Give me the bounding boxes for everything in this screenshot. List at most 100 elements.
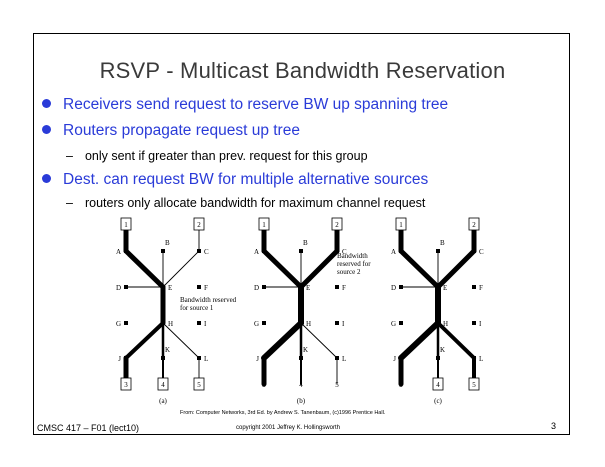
annotation-line: source 2 xyxy=(337,268,361,276)
footer-copyright: copyright 2001 Jeffrey K. Hollingsworth xyxy=(236,425,340,431)
host-label-5: 5 xyxy=(472,381,476,389)
router-label-K: K xyxy=(440,346,445,354)
host-label-3: 3 xyxy=(124,381,128,389)
router-F xyxy=(472,285,476,289)
host-box-4 xyxy=(432,377,444,391)
host-box-2 xyxy=(468,217,480,231)
router-label-A: A xyxy=(391,248,396,256)
link-H-J xyxy=(261,320,304,361)
router-label-E: E xyxy=(168,284,172,292)
host-label-4: 4 xyxy=(436,381,440,389)
router-label-K: K xyxy=(165,346,170,354)
router-I xyxy=(472,321,476,325)
router-E xyxy=(299,285,303,289)
link-A-E xyxy=(261,248,304,290)
link-H-L xyxy=(162,322,200,359)
router-K xyxy=(436,356,440,360)
host-label-2: 2 xyxy=(335,221,339,229)
router-H xyxy=(299,321,303,325)
router-label-G: G xyxy=(116,320,121,328)
router-D xyxy=(262,285,266,289)
bullet-1: Receivers send request to reserve BW up … xyxy=(42,96,448,114)
router-J xyxy=(262,356,266,360)
sub-bullet-1-text: only sent if greater than prev. request … xyxy=(84,149,368,163)
router-G xyxy=(262,321,266,325)
router-H xyxy=(161,321,165,325)
router-J xyxy=(399,356,403,360)
router-label-B: B xyxy=(440,239,445,247)
router-label-L: L xyxy=(204,355,208,363)
router-label-C: C xyxy=(479,248,484,256)
router-label-F: F xyxy=(479,284,483,292)
router-F xyxy=(197,285,201,289)
link-H-J xyxy=(398,320,441,361)
host-box-3 xyxy=(120,377,132,391)
router-F xyxy=(335,285,339,289)
bullet-dot-icon xyxy=(42,174,51,183)
link-H-L xyxy=(436,321,476,360)
router-label-C: C xyxy=(204,248,209,256)
router-label-G: G xyxy=(254,320,259,328)
diagram-caption: (b) xyxy=(297,397,306,405)
host-box-1 xyxy=(120,217,132,231)
bullet-2-text: Routers propagate request up tree xyxy=(63,122,300,139)
host-box-5 xyxy=(193,377,205,391)
router-D xyxy=(124,285,128,289)
host-label-4: 4 xyxy=(299,381,303,389)
figure-credit: From: Computer Networks, 3rd Ed. by Andr… xyxy=(180,410,386,416)
router-E xyxy=(436,285,440,289)
footer-page-number: 3 xyxy=(551,421,557,431)
host-box-1 xyxy=(395,217,407,231)
sub-bullet-2-text: routers only allocate bandwidth for maxi… xyxy=(84,196,426,210)
link-H-J xyxy=(124,321,165,360)
bullet-1-text: Receivers send request to reserve BW up … xyxy=(63,96,449,113)
host-box-2 xyxy=(193,217,205,231)
router-G xyxy=(124,321,128,325)
router-label-E: E xyxy=(443,284,447,292)
router-D xyxy=(399,285,403,289)
diagram-caption: (a) xyxy=(159,397,167,405)
link-C-E xyxy=(435,248,477,290)
link-H-L xyxy=(300,322,338,359)
router-G xyxy=(399,321,403,325)
bullet-3: Dest. can request BW for multiple altern… xyxy=(42,171,428,189)
router-label-J: J xyxy=(256,355,259,363)
router-label-J: J xyxy=(393,355,396,363)
router-L xyxy=(472,356,476,360)
router-J xyxy=(124,356,128,360)
router-B xyxy=(299,249,303,253)
router-I xyxy=(197,321,201,325)
host-label-1: 1 xyxy=(124,221,128,229)
router-label-I: I xyxy=(342,320,345,328)
host-box-2 xyxy=(331,217,343,231)
router-label-B: B xyxy=(165,239,170,247)
footer-course: CMSC 417 – F01 (lect10) xyxy=(37,423,140,433)
host-label-5: 5 xyxy=(335,381,339,389)
router-label-E: E xyxy=(306,284,310,292)
router-label-A: A xyxy=(116,248,121,256)
router-C xyxy=(472,249,476,253)
host-label-2: 2 xyxy=(472,221,476,229)
router-label-H: H xyxy=(168,320,173,328)
bullet-3-text: Dest. can request BW for multiple altern… xyxy=(63,171,429,188)
annotation-line: for source 1 xyxy=(180,304,214,312)
bullet-2: Routers propagate request up tree xyxy=(42,122,300,140)
router-label-B: B xyxy=(303,239,308,247)
router-I xyxy=(335,321,339,325)
slide-frame xyxy=(33,33,570,435)
router-label-I: I xyxy=(479,320,482,328)
link-A-E xyxy=(123,248,166,290)
router-label-F: F xyxy=(204,284,208,292)
router-H xyxy=(436,321,440,325)
router-B xyxy=(436,249,440,253)
host-box-5 xyxy=(468,377,480,391)
router-K xyxy=(161,356,165,360)
host-box-1 xyxy=(258,217,270,231)
router-E xyxy=(161,285,165,289)
router-label-D: D xyxy=(391,284,396,292)
router-A xyxy=(399,249,403,253)
host-label-3: 3 xyxy=(262,381,266,389)
router-label-K: K xyxy=(303,346,308,354)
link-C-E xyxy=(162,250,200,288)
